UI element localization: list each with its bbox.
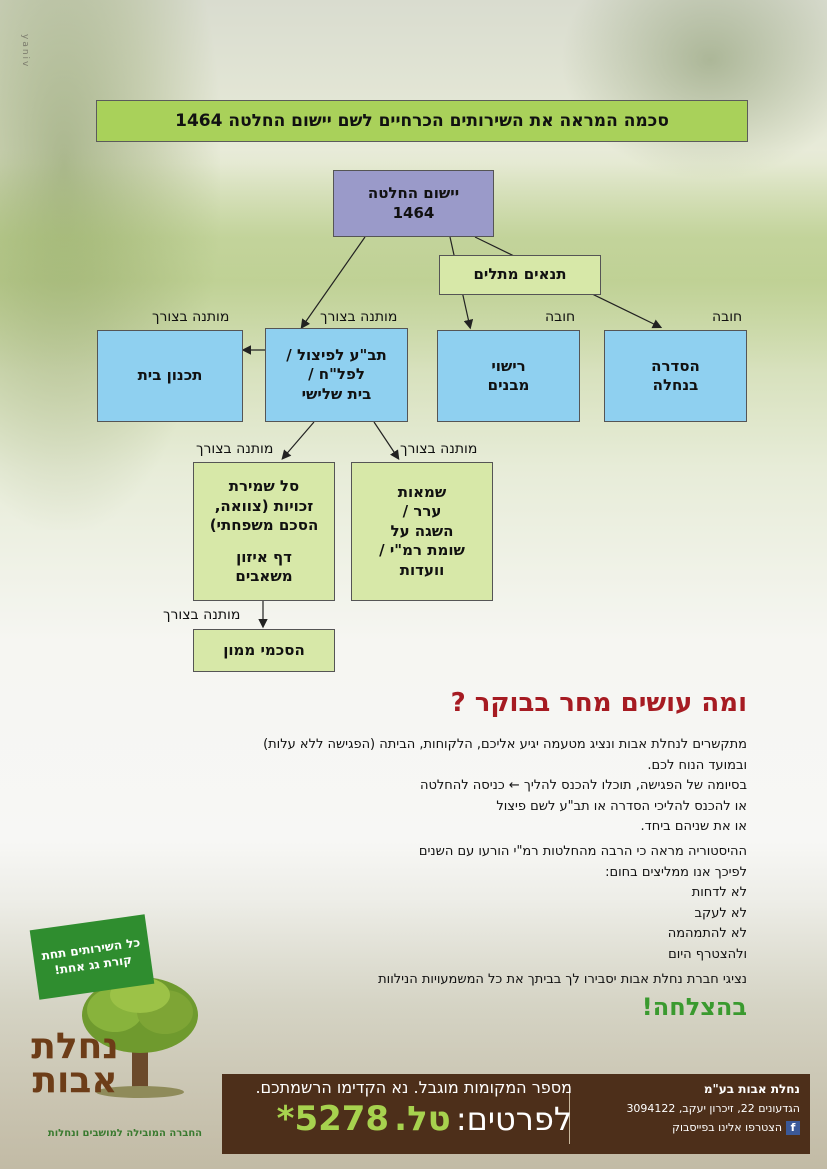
financing-box: הסכמי ממון	[193, 629, 335, 672]
text-line: ובמועד הנוח לכם.	[647, 757, 747, 773]
phone-star: *	[276, 1099, 295, 1139]
arrow-plan-to-rights	[281, 421, 315, 460]
success-text: בהצלחה!	[641, 993, 747, 1021]
text-line: לא לעקב	[694, 905, 747, 921]
footer-cta: מספר המקומות מוגבל. נא הקדימו הרשמתכם. ל…	[232, 1078, 572, 1139]
section-heading: ומה עושים מחר בבוקר ?	[450, 688, 747, 718]
label-conditional-appraisals: מותנה בצורך	[400, 441, 478, 457]
company-tagline: החברה המובילה למושבים ונחלות	[47, 1128, 203, 1139]
phone-number: 5278	[294, 1099, 390, 1139]
text-line: ההיסטוריה מראה כי הרבה מהחלטות רמ"י הורע…	[418, 844, 747, 859]
footer-notice: מספר המקומות מוגבל. נא הקדימו הרשמתכם.	[255, 1078, 572, 1097]
arrangement-box: הסדרה בנחלה	[604, 330, 747, 422]
text-line: לפיכך אנו ממליצים בחום:	[605, 864, 747, 880]
label-conditional-plan: מותנה בצורך	[320, 309, 398, 325]
label-mandatory-arrangement: חובה	[712, 309, 743, 325]
root-box: יישום החלטה 1464	[333, 170, 494, 237]
phone-prefix: טל.	[394, 1099, 451, 1139]
text-line: ולהצטרף היום	[668, 946, 747, 962]
banner-title: סכמה המראה את השירותים הכרחיים לשם יישום…	[96, 100, 748, 142]
facebook-link[interactable]: f הצטרפו אלינו בפייסבוק	[580, 1118, 800, 1137]
label-conditional-house: מותנה בצורך	[152, 309, 230, 325]
background-tree	[0, 0, 220, 530]
balance-sheet-text: דף איזון משאבים	[235, 547, 293, 586]
rights-basket-text: סל שמירת זכויות (צוואה, הסכם משפחתי)	[209, 477, 319, 534]
label-mandatory-licensing: חובה	[545, 309, 576, 325]
text-line: מתקשרים לנחלת אבות ונציג מטעמה יגיע אליכ…	[263, 737, 747, 752]
footer-phone[interactable]: לפרטים: טל. 5278*	[232, 1099, 572, 1139]
conditions-box: תנאים מתלים	[439, 255, 601, 295]
footer-divider	[569, 1084, 570, 1144]
arrow-plan-to-appraisals	[373, 421, 400, 460]
designer-mark: yaniv	[20, 34, 30, 69]
footer-address: הגדעונים 22, זיכרון יעקב, 3094122	[626, 1102, 800, 1115]
licensing-box: רישוי מבנים	[437, 330, 580, 422]
house-plan-box: תכנון בית	[97, 330, 243, 422]
phone-label: לפרטים:	[455, 1100, 572, 1138]
tree-logo-icon	[82, 977, 198, 1098]
appraisals-box: שמאות ערר / השגה על שומת רמ"י / וועדות	[351, 462, 493, 601]
text-line: לא לדחות	[691, 885, 747, 900]
company-logo-text: נחלת אבות	[31, 1026, 119, 1101]
plan-split-box: תב"ע לפיצול / לפל"ח / בית שלישי	[265, 328, 408, 422]
footer-company-name: נחלת אבות בע"מ	[703, 1082, 800, 1096]
contact-footer: נחלת אבות בע"מ הגדעונים 22, זיכרון יעקב,…	[222, 1074, 810, 1154]
label-conditional-financing: מותנה בצורך	[163, 607, 241, 623]
paragraph-representatives: נציגי חברת נחלת אבות יסבירו לך בביתך את …	[378, 972, 747, 987]
background-foliage	[560, 0, 827, 180]
text-line: או להכנס להליכי הסדרה או תב"ע לשם פיצול	[496, 798, 747, 814]
text-line: בסיומה של הפגישה, תוכלו להכנס להליך ← כנ…	[419, 778, 747, 793]
rights-box: סל שמירת זכויות (צוואה, הסכם משפחתי) דף …	[193, 462, 335, 601]
paragraph-meeting: מתקשרים לנחלת אבות ונציג מטעמה יגיע אליכ…	[187, 735, 747, 838]
label-conditional-rights: מותנה בצורך	[196, 441, 274, 457]
facebook-link-text: הצטרפו אלינו בפייסבוק	[672, 1121, 782, 1134]
facebook-icon: f	[786, 1121, 800, 1135]
footer-company-info: נחלת אבות בע"מ הגדעונים 22, זיכרון יעקב,…	[580, 1080, 800, 1137]
text-line: לא להתמהמה	[667, 926, 747, 941]
text-line: או את שניהם ביחד.	[640, 819, 747, 834]
paragraph-history: ההיסטוריה מראה כי הרבה מהחלטות רמ"י הורע…	[187, 842, 747, 965]
